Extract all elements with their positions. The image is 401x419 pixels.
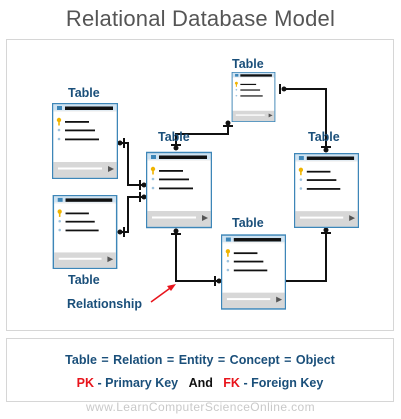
connector-end-marks xyxy=(117,86,329,284)
relationship-arrow xyxy=(150,284,176,303)
table-top-center xyxy=(231,72,276,122)
and-text: And xyxy=(188,376,213,390)
page-title: Relational Database Model xyxy=(65,6,336,31)
table-top-left xyxy=(52,103,118,179)
table-label-bottom-center: Table xyxy=(232,216,264,230)
table-label-center-left: Table xyxy=(158,130,190,144)
pk-abbr: PK xyxy=(76,376,95,390)
table-label-right: Table xyxy=(308,130,340,144)
table-center-left xyxy=(146,151,212,229)
relationship-label: Relationship xyxy=(67,297,143,311)
pk-text: - Primary Key xyxy=(97,376,179,390)
legend-equivalence: Table = Relation = Entity = Concept = Ob… xyxy=(65,353,335,367)
fk-abbr: FK xyxy=(223,376,240,390)
table-right xyxy=(294,153,359,228)
table-label-top-center: Table xyxy=(232,57,264,71)
table-label-bottom-left: Table xyxy=(68,273,100,287)
fk-text: - Foreign Key xyxy=(243,376,324,390)
legend-keys: PK - Primary Key And FK - Foreign Key xyxy=(7,376,393,390)
table-bottom-center xyxy=(221,234,286,310)
relationship-lines xyxy=(118,84,331,286)
table-label-top-left: Table xyxy=(68,86,100,100)
footer-url: www.LearnComputerScienceOnline.com xyxy=(85,400,316,414)
legend-box: Table = Relation = Entity = Concept = Ob… xyxy=(6,338,394,402)
table-bottom-left xyxy=(52,195,118,269)
